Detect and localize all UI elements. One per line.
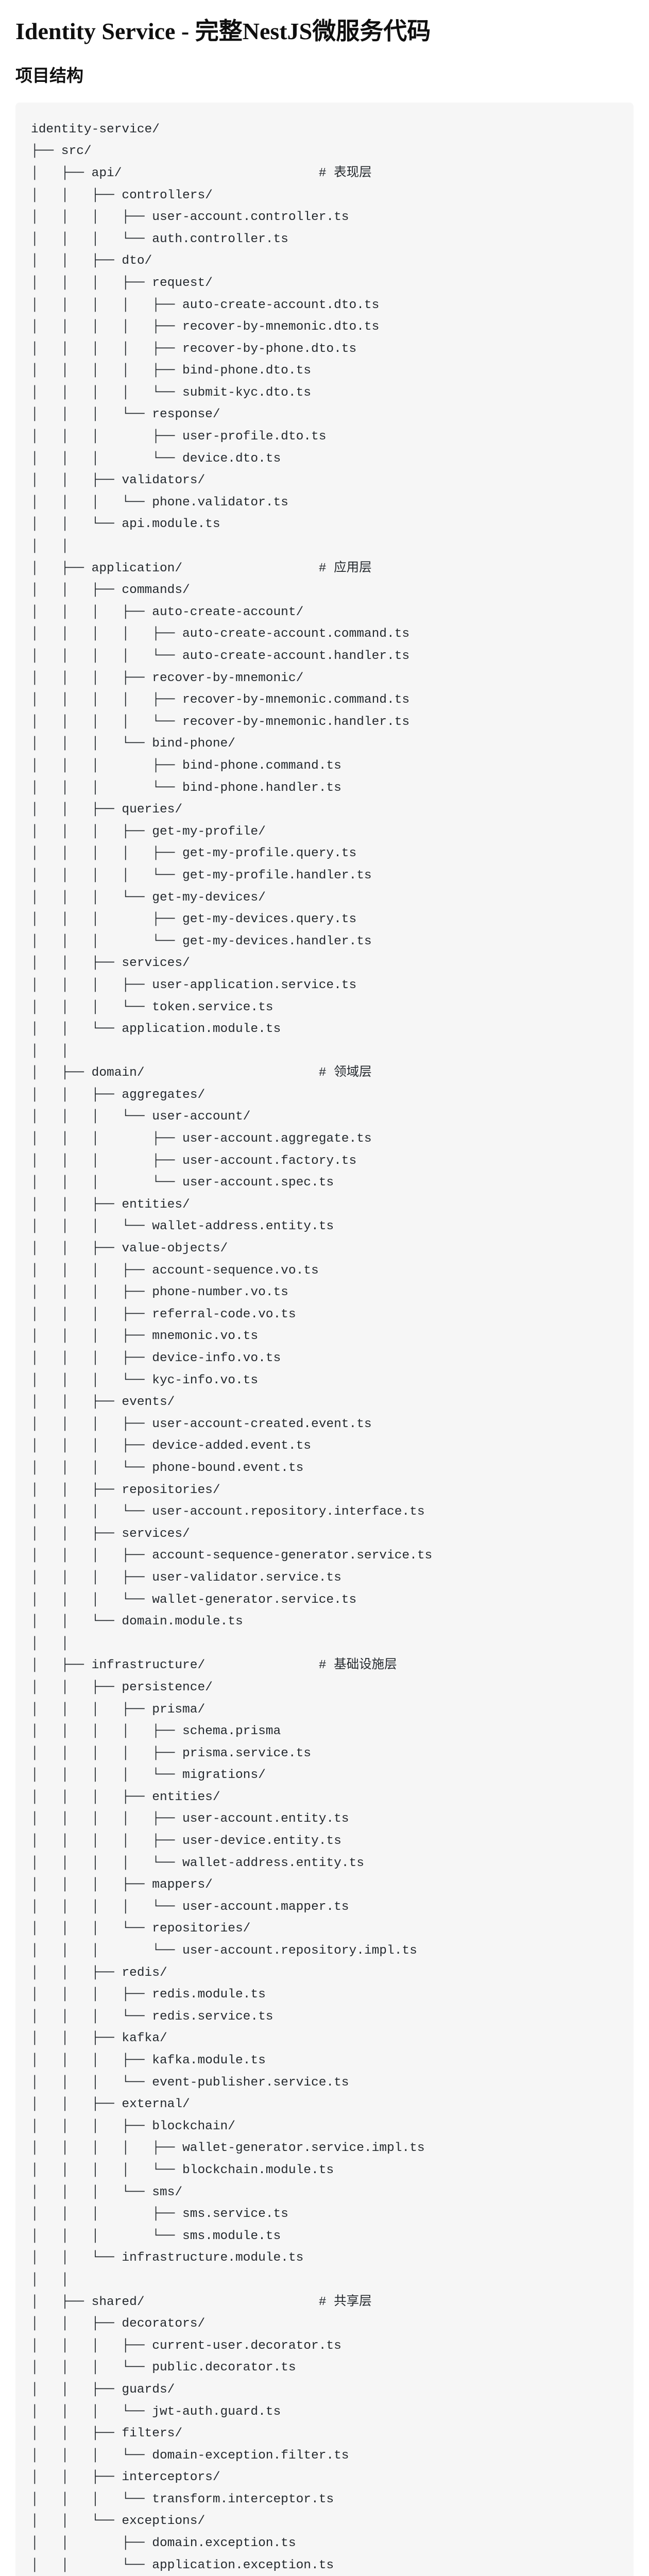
- project-structure-code-block: identity-service/ ├── src/ │ ├── api/ # …: [15, 102, 634, 2576]
- file-tree: identity-service/ ├── src/ │ ├── api/ # …: [31, 118, 618, 2576]
- section-heading-project-structure: 项目结构: [15, 66, 83, 86]
- page-title: Identity Service - 完整NestJS微服务代码: [15, 18, 431, 44]
- file-tree-code: identity-service/ ├── src/ │ ├── api/ # …: [31, 122, 433, 2572]
